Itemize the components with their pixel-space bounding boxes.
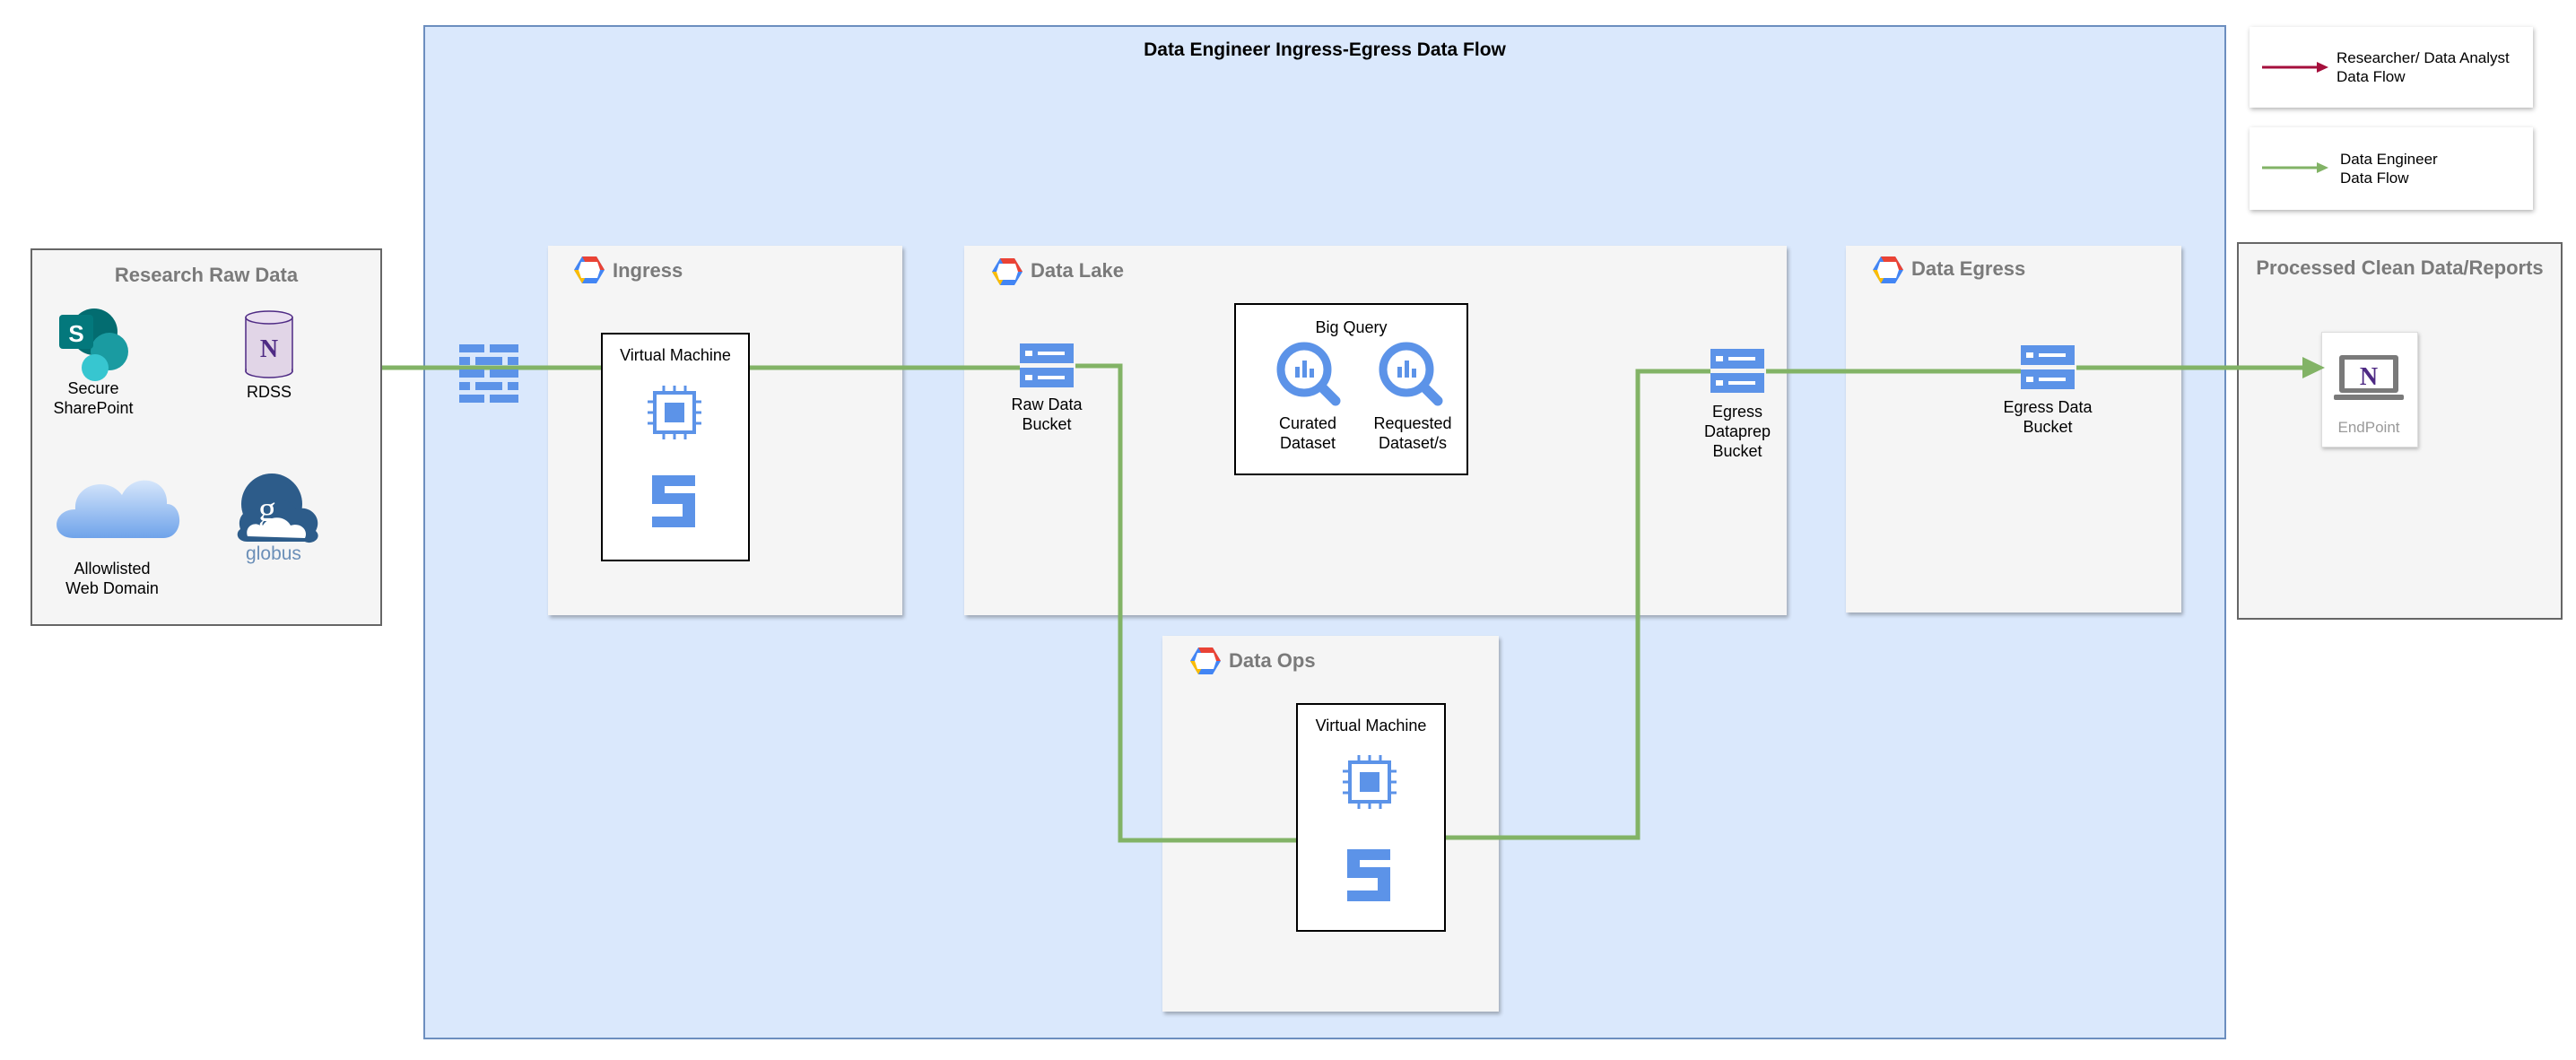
diagram-title: Data Engineer Ingress-Egress Data Flow [1144,39,1506,60]
curated-dataset-label: Curated Dataset [1278,414,1337,452]
laptop-endpoint-icon: N [2334,355,2404,400]
firewall-icon [459,344,518,403]
gcp-logo-icon [1190,647,1221,674]
compute-engine-icon [1343,755,1397,809]
processed-data-title: Processed Clean Data/Reports [2256,256,2544,279]
legend-engineer-arrow [2262,162,2328,173]
data-ops-vm-box [1296,703,1446,932]
egress-data-bucket-label: Egress Data Bucket [2003,398,2093,436]
gcp-logo-icon [992,258,1023,285]
endpoint-label: EndPoint [2337,419,2400,436]
data-engineer-flow [382,363,2307,843]
sharepoint-icon: S [59,308,128,381]
svg-text:N: N [2360,363,2378,391]
raw-data-bucket-icon [1020,343,1074,387]
bigquery-requested-icon [1379,342,1443,406]
web-domain-cloud-icon [57,480,180,538]
rdss-database-icon: N [245,310,293,378]
web-domain-label: Allowlisted Web Domain [65,560,159,597]
requested-dataset-label: Requested Dataset/s [1373,414,1452,452]
flow-arrowhead [2302,357,2325,378]
legend-researcher-arrow [2262,62,2328,73]
compute-engine-icon [648,386,701,439]
gcp-logo-icon [1873,256,1903,283]
rdss-label: RDSS [246,383,292,401]
research-raw-data-title: Research Raw Data [114,264,299,286]
ingress-title: Ingress [613,259,683,282]
svg-text:N: N [260,335,278,363]
data-lake-title: Data Lake [1031,259,1124,282]
legend-researcher-label: Researcher/ Data Analyst Data Flow [2337,49,2510,85]
egress-data-bucket-icon [2021,345,2075,389]
egress-dataprep-bucket-icon [1710,349,1764,393]
svg-text:S: S [68,320,83,347]
globus-label: globus [246,543,301,564]
svg-text:g: g [258,489,276,529]
data-ops-title: Data Ops [1229,649,1316,672]
sharepoint-label: Secure SharePoint [53,379,134,417]
egress-dataprep-bucket-label: Egress Dataprep Bucket [1703,403,1771,460]
ingress-vm-title: Virtual Machine [620,346,731,364]
bigquery-title: Big Query [1315,318,1388,336]
data-egress-title: Data Egress [1911,257,2026,280]
gcp-logo-icon [574,256,605,283]
globus-icon: g [237,474,318,543]
dataflow-icon [652,475,695,527]
data-ops-vm-title: Virtual Machine [1315,717,1427,734]
dataflow-icon [1347,849,1390,901]
legend-engineer-label: Data Engineer Data Flow [2340,151,2438,187]
raw-data-bucket-label: Raw Data Bucket [1011,395,1083,433]
data-egress-panel [1846,246,2181,613]
bigquery-curated-icon [1276,342,1341,406]
